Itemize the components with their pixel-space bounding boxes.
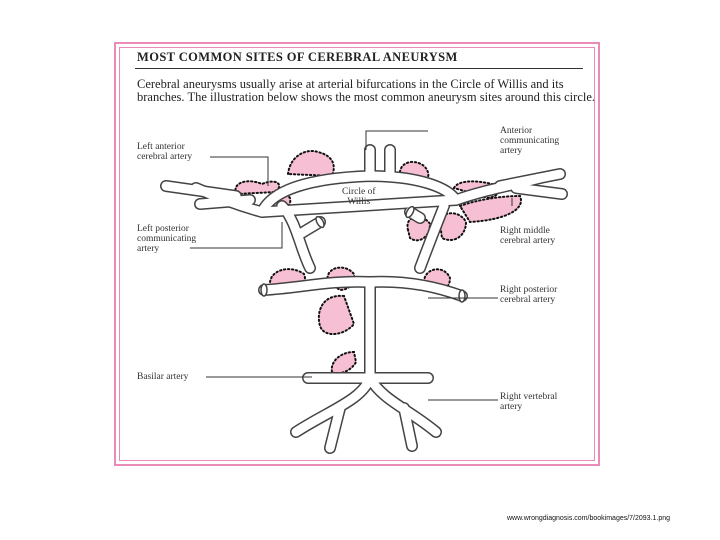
figure-frame-inner xyxy=(119,47,595,461)
label-circle-of-willis: Circle of Willis xyxy=(342,187,376,207)
figure-title: MOST COMMON SITES OF CEREBRAL ANEURYSM xyxy=(137,50,458,64)
label-basilar-artery: Basilar artery xyxy=(137,372,189,382)
aneurysm-basilar-lower xyxy=(330,350,358,375)
aneurysm-basilar-side xyxy=(317,294,356,335)
label-right-vertebral-artery: Right vertebral artery xyxy=(500,392,558,412)
label-right-middle-cerebral-artery: Right middle cerebral artery xyxy=(500,226,556,246)
title-divider xyxy=(135,68,583,69)
label-left-anterior-cerebral-artery: Left anterior cerebral artery xyxy=(137,142,193,162)
label-anterior-communicating-artery: Anterior communicating artery xyxy=(500,126,560,156)
aneurysm-right-middle-cerebral xyxy=(458,194,522,224)
source-url: www.wrongdiagnosis.com/bookimages/7/2093… xyxy=(507,515,671,522)
intro-text: Cerebral aneurysms usually arise at arte… xyxy=(137,77,596,104)
aneurysm-right-internal xyxy=(438,212,468,241)
aneurysm-anterior-left-upper xyxy=(286,150,335,178)
figure-frame xyxy=(114,42,600,466)
label-left-posterior-communicating-artery: Left posterior communicating artery xyxy=(137,224,197,254)
aneurysm-right-internal-lower xyxy=(406,216,432,242)
label-right-posterior-cerebral-artery: Right posterior cerebral artery xyxy=(500,285,558,305)
